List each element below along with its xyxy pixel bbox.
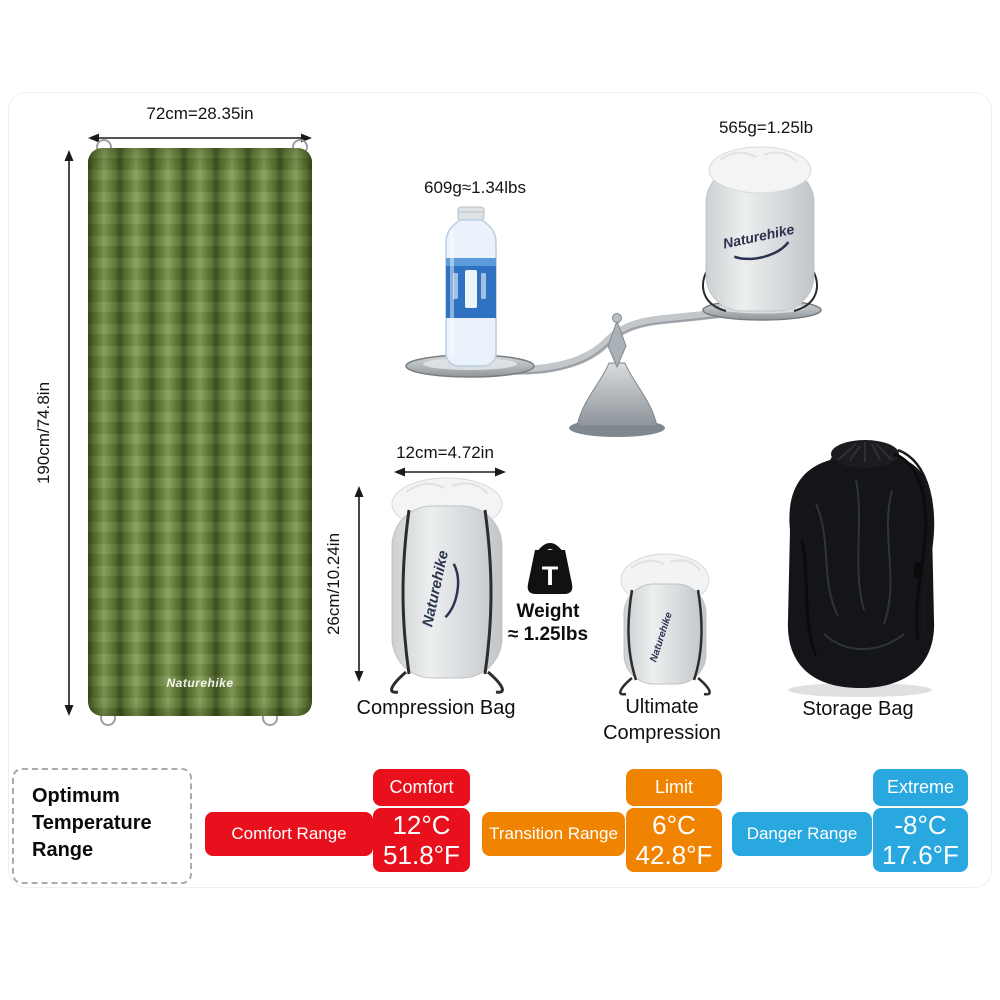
- compression-bag-illustration: Naturehike: [390, 477, 504, 694]
- compression-bag-caption: Compression Bag: [356, 697, 516, 719]
- bag-width-label: 72cm=28.35in: [146, 104, 254, 123]
- extreme-temp-f: 17.6°F: [882, 840, 959, 870]
- comfort-temp-f: 51.8°F: [383, 840, 460, 870]
- comfort-badge-label: Comfort: [373, 769, 470, 806]
- bottle-weight-label: 609g≈1.34lbs: [424, 178, 526, 197]
- temp-title-line2: Temperature: [32, 812, 152, 834]
- balance-scale-illustration: Naturehike: [405, 146, 822, 437]
- ultimate-caption-line1: Ultimate: [625, 696, 699, 718]
- sleeping-bag: Naturehike: [88, 148, 312, 716]
- ultimate-compression-illustration: Naturehike: [619, 553, 711, 696]
- weight-title: Weight: [516, 601, 580, 622]
- compression-width-label: 12cm=4.72in: [396, 443, 494, 462]
- water-bottle: [445, 206, 497, 367]
- temp-title-line1: Optimum: [32, 785, 120, 807]
- limit-badge-label: Limit: [626, 769, 722, 806]
- limit-temp-f: 42.8°F: [635, 840, 713, 870]
- compression-height-label: 26cm/10.24in: [324, 532, 343, 636]
- comfort-range-pill: Comfort Range: [205, 812, 373, 856]
- extreme-badge-values: -8°C 17.6°F: [873, 808, 968, 872]
- sack-weight-label: 565g=1.25lb: [718, 118, 814, 137]
- height-dimension-arrow: [64, 150, 74, 716]
- comfort-temp-c: 12°C: [392, 810, 451, 840]
- transition-range-pill: Transition Range: [482, 812, 625, 856]
- compressed-sack-on-scale: Naturehike: [702, 146, 818, 312]
- danger-range-pill: Danger Range: [732, 812, 872, 856]
- limit-temp-c: 6°C: [652, 810, 696, 840]
- extreme-badge-label: Extreme: [873, 769, 968, 806]
- optimum-temperature-title-box: Optimum Temperature Range: [12, 768, 192, 884]
- temp-title-line3: Range: [32, 839, 94, 861]
- storage-bag-caption: Storage Bag: [802, 698, 914, 720]
- width-dimension-arrow: [88, 133, 312, 143]
- limit-badge-values: 6°C 42.8°F: [626, 808, 722, 872]
- weight-icon: T: [527, 543, 573, 594]
- weight-icon-letter: T: [542, 561, 559, 591]
- bag-height-label: 190cm/74.8in: [34, 381, 53, 485]
- ultimate-caption-line2: Compression: [603, 722, 721, 744]
- extreme-temp-c: -8°C: [894, 810, 947, 840]
- comfort-badge-values: 12°C 51.8°F: [373, 808, 470, 872]
- weight-value: ≈ 1.25lbs: [507, 624, 589, 645]
- sleeping-bag-brand: Naturehike: [166, 676, 234, 690]
- compression-height-arrow: [354, 486, 364, 682]
- compression-width-arrow: [394, 467, 506, 477]
- image-frame: [8, 92, 992, 888]
- storage-bag-illustration: [787, 440, 935, 697]
